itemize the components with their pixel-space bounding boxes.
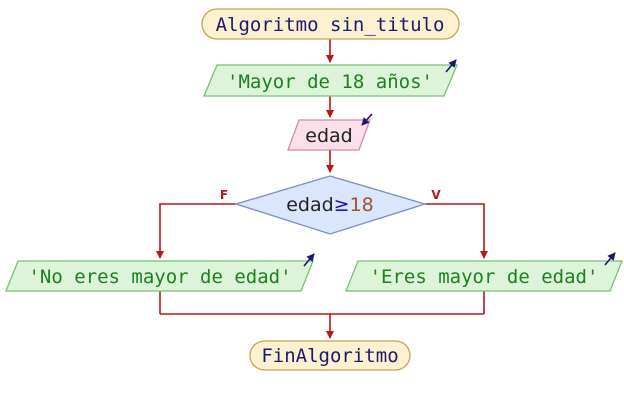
output-false-arrow-icon — [303, 253, 315, 267]
output-block-false-label: 'No eres mayor de edad' — [28, 266, 291, 288]
decision-value: 18 — [350, 194, 374, 216]
end-terminal[interactable] — [249, 340, 411, 371]
output-block-false[interactable] — [5, 260, 314, 292]
output-block-true[interactable] — [345, 260, 623, 292]
output-block-1-label: 'Mayor de 18 años' — [227, 71, 433, 93]
end-terminal-label: FinAlgoritmo — [261, 345, 398, 367]
start-terminal[interactable] — [201, 8, 460, 40]
decision-diamond[interactable] — [233, 175, 428, 235]
start-terminal-label: Algoritmo sin_titulo — [216, 14, 445, 36]
decision-condition: edad≥18 — [286, 194, 374, 216]
true-branch-label: V — [431, 188, 441, 202]
input-block-label: edad — [305, 125, 352, 147]
input-arrow-icon — [361, 113, 373, 126]
connectors — [156, 39, 488, 339]
output-block-1[interactable] — [203, 64, 458, 97]
arrow-false-branch — [156, 203, 236, 259]
decision-operator: ≥ — [334, 194, 350, 216]
arrow-true-branch — [425, 203, 488, 259]
output-true-arrow-icon — [604, 252, 616, 266]
output-block-true-label: 'Eres mayor de edad' — [370, 266, 599, 288]
output-arrow-icon — [445, 59, 457, 73]
input-block[interactable] — [287, 119, 371, 151]
false-branch-label: F — [220, 188, 228, 202]
decision-variable: edad — [286, 194, 333, 216]
